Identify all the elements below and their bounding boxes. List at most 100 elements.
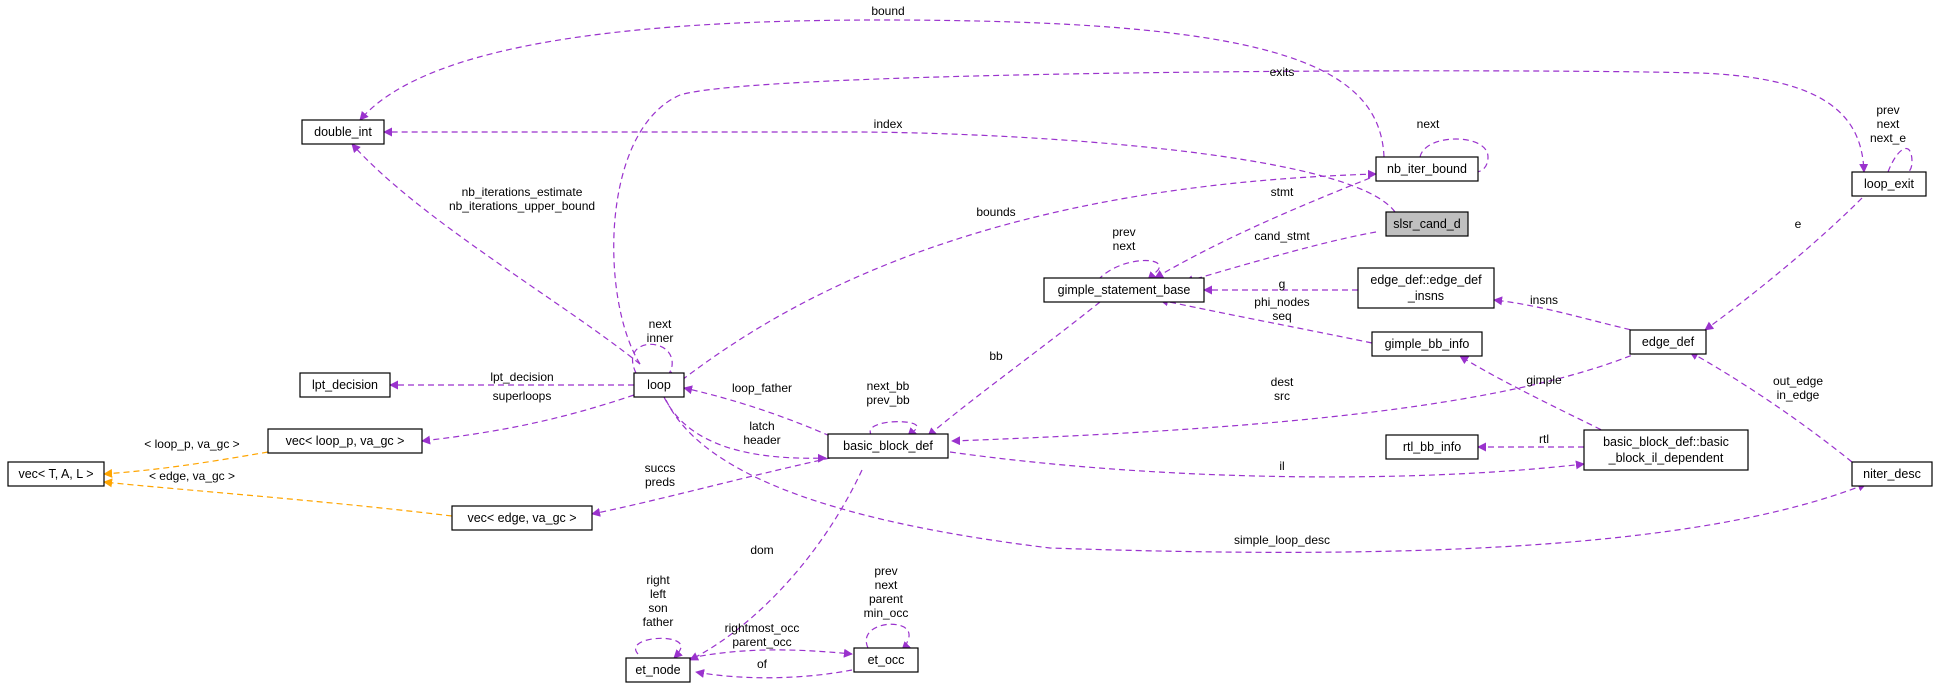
label-seq: seq — [1272, 309, 1291, 323]
label-gimple-prev: prev — [1112, 225, 1135, 239]
label-insns: insns — [1530, 293, 1558, 307]
node-gimple-bb-info[interactable]: gimple_bb_info — [1371, 331, 1483, 357]
label-gimple: gimple — [1526, 373, 1562, 387]
edge-exits — [613, 70, 1869, 365]
edge-dest-src — [951, 351, 1641, 446]
edge-et-node-self — [634, 637, 683, 659]
node-gimple-statement-base[interactable]: gimple_statement_base — [1043, 277, 1205, 303]
label-preds: preds — [645, 475, 675, 489]
edge-bound — [359, 19, 1385, 158]
edge-nb-self — [1419, 138, 1489, 179]
node-et-node[interactable]: et_node — [625, 657, 691, 683]
edge-loop-father — [683, 385, 831, 437]
node-slsr-cand-d[interactable]: slsr_cand_d — [1385, 211, 1469, 237]
label-et-occ-next: next — [875, 578, 898, 592]
node-bb-il-dependent[interactable]: basic_block_def::basic _block_il_depende… — [1583, 429, 1749, 471]
node-label-line-1: basic_block_def::basic — [1603, 435, 1729, 449]
node-vec-loop-p[interactable]: vec< loop_p, va_gc > — [267, 428, 423, 454]
label-loop-inner: inner — [647, 331, 674, 345]
label-parent-occ: parent_occ — [732, 635, 791, 649]
edge-et-occ-self — [865, 623, 911, 651]
edge-index — [383, 127, 1396, 213]
label-latch: latch — [749, 419, 774, 433]
node-loop-exit[interactable]: loop_exit — [1851, 171, 1927, 197]
node-label: loop — [647, 378, 671, 392]
edge-gimple — [1459, 355, 1611, 435]
node-label: niter_desc — [1863, 467, 1921, 481]
node-edge-def-insns[interactable]: edge_def::edge_def _insns — [1357, 267, 1495, 309]
node-label: vec< T, A, L > — [18, 467, 93, 481]
edge-loop-self — [632, 343, 673, 381]
edge-bb — [927, 301, 1101, 437]
label-et-occ-prev: prev — [874, 564, 897, 578]
node-lpt-decision[interactable]: lpt_decision — [299, 372, 391, 398]
label-et-node-son: son — [648, 601, 667, 615]
node-label: basic_block_def — [843, 439, 933, 453]
node-label: vec< loop_p, va_gc > — [286, 434, 405, 448]
edge-il — [949, 451, 1585, 478]
label-loop-next: next — [649, 317, 672, 331]
label-e: e — [1795, 217, 1802, 231]
node-edge-def[interactable]: edge_def — [1629, 329, 1707, 355]
label-loop-father: loop_father — [732, 381, 792, 395]
node-label: double_int — [314, 125, 372, 139]
edge-rightmost-parent — [689, 648, 853, 659]
label-next-bb: next_bb — [867, 379, 910, 393]
label-prev-bb: prev_bb — [866, 393, 910, 407]
node-label-line-1: edge_def::edge_def — [1370, 273, 1482, 287]
label-et-node-right: right — [646, 573, 670, 587]
node-rtl-bb-info[interactable]: rtl_bb_info — [1385, 434, 1479, 460]
label-phi-nodes: phi_nodes — [1254, 295, 1309, 309]
node-vec-tal[interactable]: vec< T, A, L > — [7, 461, 105, 487]
label-header: header — [743, 433, 780, 447]
label-in-edge: in_edge — [1777, 388, 1820, 402]
node-et-occ[interactable]: et_occ — [853, 647, 919, 673]
node-label: nb_iter_bound — [1387, 162, 1467, 176]
edge-template-loop-p — [103, 451, 269, 478]
label-vec-edge-arg: < edge, va_gc > — [149, 469, 235, 483]
label-et-node-father: father — [643, 615, 674, 629]
label-rightmost-occ: rightmost_occ — [725, 621, 800, 635]
node-basic-block-def[interactable]: basic_block_def — [827, 433, 949, 459]
node-label: rtl_bb_info — [1403, 440, 1461, 454]
node-nb-iter-bound[interactable]: nb_iter_bound — [1375, 156, 1479, 182]
edge-template-edge — [103, 478, 453, 517]
label-nb-iterations-upper: nb_iterations_upper_bound — [449, 199, 595, 213]
node-label: gimple_statement_base — [1058, 283, 1191, 297]
label-bounds: bounds — [976, 205, 1015, 219]
label-et-occ-min-occ: min_occ — [864, 606, 909, 620]
label-stmt: stmt — [1271, 185, 1294, 199]
node-label: loop_exit — [1864, 177, 1915, 191]
label-loop-exit-next: next — [1877, 117, 1900, 131]
label-vec-loop-p-arg: < loop_p, va_gc > — [144, 437, 239, 451]
label-bound: bound — [871, 4, 904, 18]
node-label: slsr_cand_d — [1393, 217, 1460, 231]
node-loop[interactable]: loop — [633, 372, 685, 398]
label-g: g — [1279, 277, 1286, 291]
label-exits: exits — [1270, 65, 1295, 79]
edge-stmt — [1154, 177, 1371, 279]
node-double-int[interactable]: double_int — [301, 119, 385, 145]
label-et-occ-parent: parent — [869, 592, 904, 606]
label-loop-exit-next-e: next_e — [1870, 131, 1906, 145]
edge-labels: bound exits index next prev next next_e … — [144, 4, 1906, 671]
node-label-line-2: _insns — [1407, 289, 1444, 303]
node-label: et_occ — [868, 653, 905, 667]
edges — [103, 19, 1913, 679]
node-label: et_node — [635, 663, 680, 677]
node-vec-edge[interactable]: vec< edge, va_gc > — [451, 505, 593, 531]
edge-of — [695, 669, 853, 679]
edge-phi-seq — [1159, 297, 1373, 344]
label-lpt-decision: lpt_decision — [490, 370, 553, 384]
edge-loop-exit-self — [1887, 147, 1913, 182]
node-niter-desc[interactable]: niter_desc — [1851, 461, 1933, 487]
edge-latch-header — [663, 396, 827, 463]
label-simple-loop-desc: simple_loop_desc — [1234, 533, 1330, 547]
label-out-edge: out_edge — [1773, 374, 1823, 388]
label-dest: dest — [1271, 375, 1294, 389]
node-label-line-2: _block_il_dependent — [1608, 451, 1724, 465]
label-index: index — [874, 117, 903, 131]
label-next-nb: next — [1417, 117, 1440, 131]
node-label: edge_def — [1642, 335, 1695, 349]
